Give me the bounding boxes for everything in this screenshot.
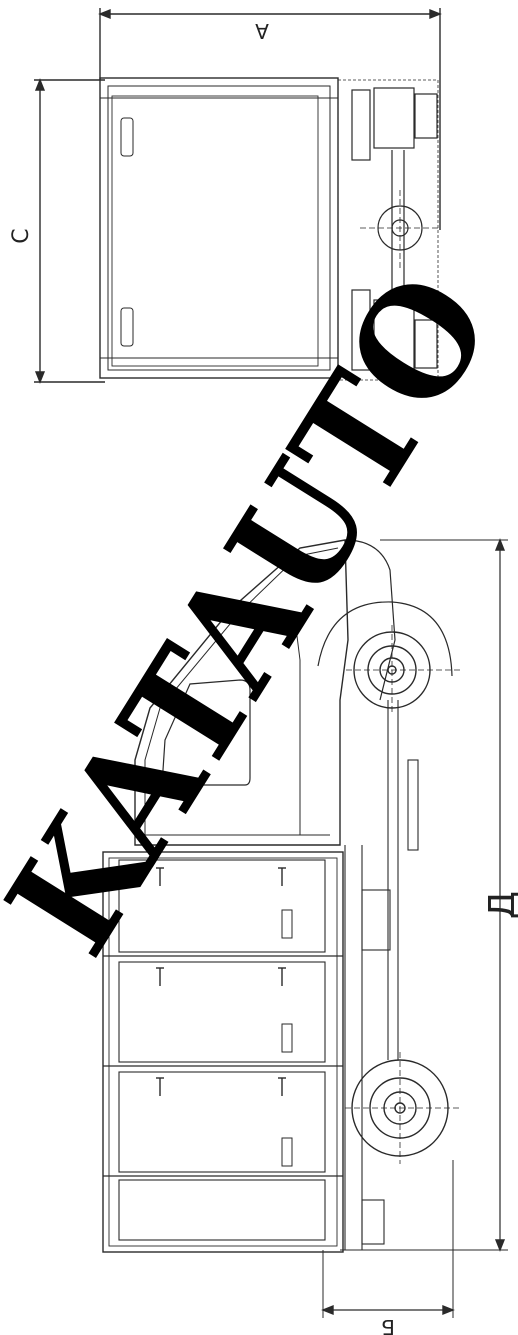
side-panel-3 xyxy=(118,1071,326,1173)
watermark-text: KATAUTO xyxy=(0,245,518,983)
cargo-box-end xyxy=(99,77,339,379)
dimension-a-label: A xyxy=(255,19,269,43)
dimension-a xyxy=(98,8,442,230)
front-wheel xyxy=(317,601,462,715)
side-panel-4 xyxy=(118,1179,326,1241)
cab xyxy=(134,539,396,846)
dimension-c xyxy=(34,78,105,384)
side-view: Д Б xyxy=(102,538,518,1335)
dimension-b-label: Б xyxy=(381,1315,395,1335)
chassis-frame xyxy=(340,700,419,1251)
dimension-c-label: C xyxy=(9,228,34,243)
axle-assembly xyxy=(337,79,440,381)
dimension-d-label: Д xyxy=(482,891,518,919)
cab-window xyxy=(161,679,251,786)
dimension-d xyxy=(360,538,508,1252)
side-panel-1 xyxy=(118,859,326,953)
side-panel-2 xyxy=(118,961,326,1063)
cargo-box-side xyxy=(102,851,344,1253)
end-view: A C xyxy=(9,8,442,384)
dimension-b xyxy=(321,1160,455,1318)
rear-wheel xyxy=(345,1052,460,1164)
